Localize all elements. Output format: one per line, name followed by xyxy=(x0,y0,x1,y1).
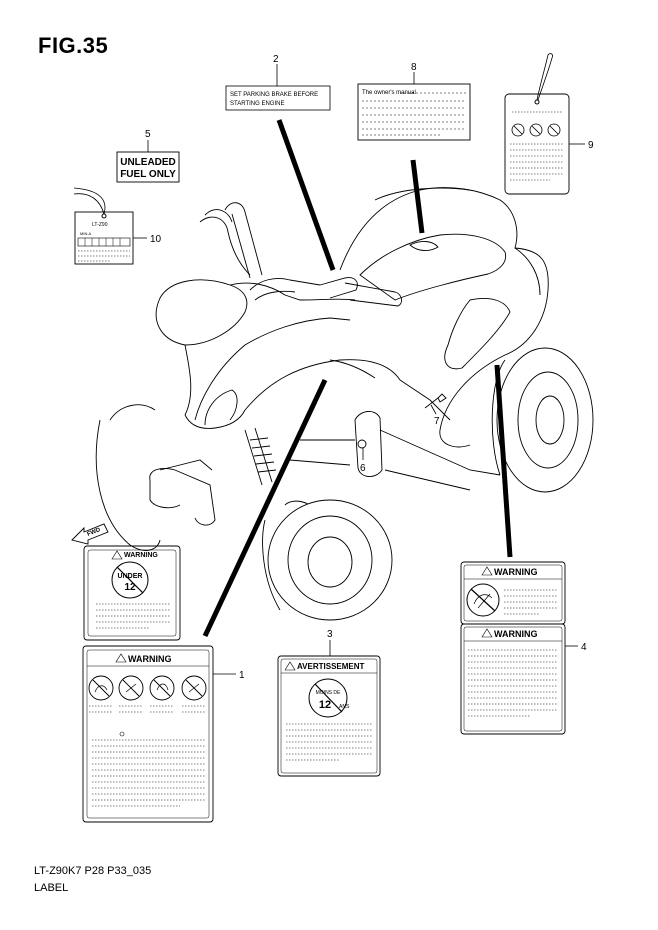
parking-line-1: SET PARKING BRAKE BEFORE xyxy=(230,92,318,98)
label-3-avertissement: AVERTISSEMENT MOINS DE 12 ANS 3 xyxy=(277,629,381,777)
fuel-line-2: FUEL ONLY xyxy=(120,169,176,180)
label-4-warning-set: WARNING WARNING xyxy=(460,561,587,735)
footer-label: LABEL xyxy=(34,882,69,894)
warning-label-4b: WARNING xyxy=(494,629,538,639)
callout-7: 7 xyxy=(434,416,440,427)
callout-5: 5 xyxy=(145,129,151,140)
callout-3: 3 xyxy=(327,629,333,640)
callout-6-group: 6 xyxy=(360,448,366,474)
leader-1 xyxy=(202,378,328,638)
callout-6: 6 xyxy=(360,463,366,474)
leader-2 xyxy=(276,119,336,271)
warning-label-4a: WARNING xyxy=(494,567,538,577)
warning-label-1a: WARNING xyxy=(124,552,158,559)
callout-10: 10 xyxy=(150,234,162,245)
moins-de-text: MOINS DE xyxy=(316,690,341,696)
leader-4 xyxy=(494,364,513,558)
tag10-small: MIN.A xyxy=(80,231,91,236)
leader-8 xyxy=(410,159,425,234)
under-age: 12 xyxy=(124,582,136,593)
leader-lines xyxy=(202,119,513,638)
callout-9: 9 xyxy=(588,140,594,151)
callout-1: 1 xyxy=(239,670,245,681)
fwd-arrow-icon: FWD xyxy=(71,523,109,545)
callout-4: 4 xyxy=(581,642,587,653)
parking-line-2: STARTING ENGINE xyxy=(230,101,284,107)
figure-title: FIG.35 xyxy=(38,33,109,58)
manual-text: The owner's manual xyxy=(362,90,416,96)
moins-age: 12 xyxy=(319,699,331,711)
label-9-hang-tag: 9 xyxy=(504,53,594,195)
label-1-warning-set: WARNING UNDER 12 WARNING xyxy=(82,545,245,823)
footer-code: LT-Z90K7 P28 P33_035 xyxy=(34,865,152,877)
label-10-tag: LT-Z90 MIN.A 10 xyxy=(73,187,162,265)
callout-7-group: 7 xyxy=(430,404,440,427)
label-5-unleaded-fuel: UNLEADED FUEL ONLY 5 xyxy=(116,129,180,183)
label-8-owners-manual: The owner's manual 8 xyxy=(357,62,471,141)
fwd-text: FWD xyxy=(87,527,103,538)
under-text: UNDER xyxy=(118,573,143,580)
atv-outline xyxy=(95,187,594,621)
callout-2: 2 xyxy=(273,54,279,65)
label-2-parking-brake: SET PARKING BRAKE BEFORE STARTING ENGINE… xyxy=(225,54,331,111)
tag10-code: LT-Z90 xyxy=(92,222,108,228)
callout-8: 8 xyxy=(411,62,417,73)
ans-text: ANS xyxy=(339,704,350,710)
avertissement-text: AVERTISSEMENT xyxy=(297,662,365,671)
fuel-line-1: UNLEADED xyxy=(120,157,176,168)
warning-label-1b: WARNING xyxy=(128,654,172,664)
